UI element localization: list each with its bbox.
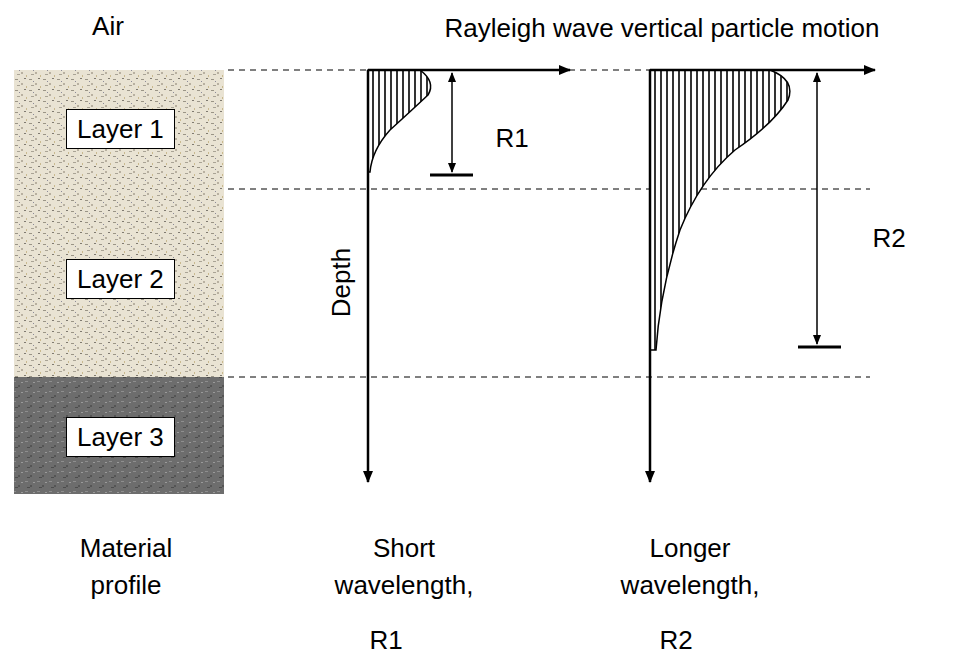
caption-label: R1 [356,622,416,655]
layer-name: Layer 1 [77,114,164,144]
layer-box: Layer 2 [66,259,175,299]
layer-name: Layer 3 [77,422,164,452]
long-wave-plot [650,70,875,482]
material-profile [14,70,224,494]
layer-name: Layer 2 [77,264,164,294]
dimension-label: R2 [859,220,919,257]
axis-label: Depth [323,233,360,333]
layer-box: Layer 1 [66,109,175,149]
dimension-label: R1 [482,120,542,157]
caption-label: Longer wavelength, [595,530,785,604]
layer-boundary [228,70,870,377]
caption-label: Material profile [51,530,201,604]
layer-box: Layer 3 [66,417,175,457]
caption-label: R2 [646,622,706,655]
figure-heading: Rayleigh wave vertical particle motion [352,10,962,47]
medium-label: Air [63,8,153,45]
short-wave-plot [368,70,570,482]
caption-label: Short wavelength, [319,530,489,604]
